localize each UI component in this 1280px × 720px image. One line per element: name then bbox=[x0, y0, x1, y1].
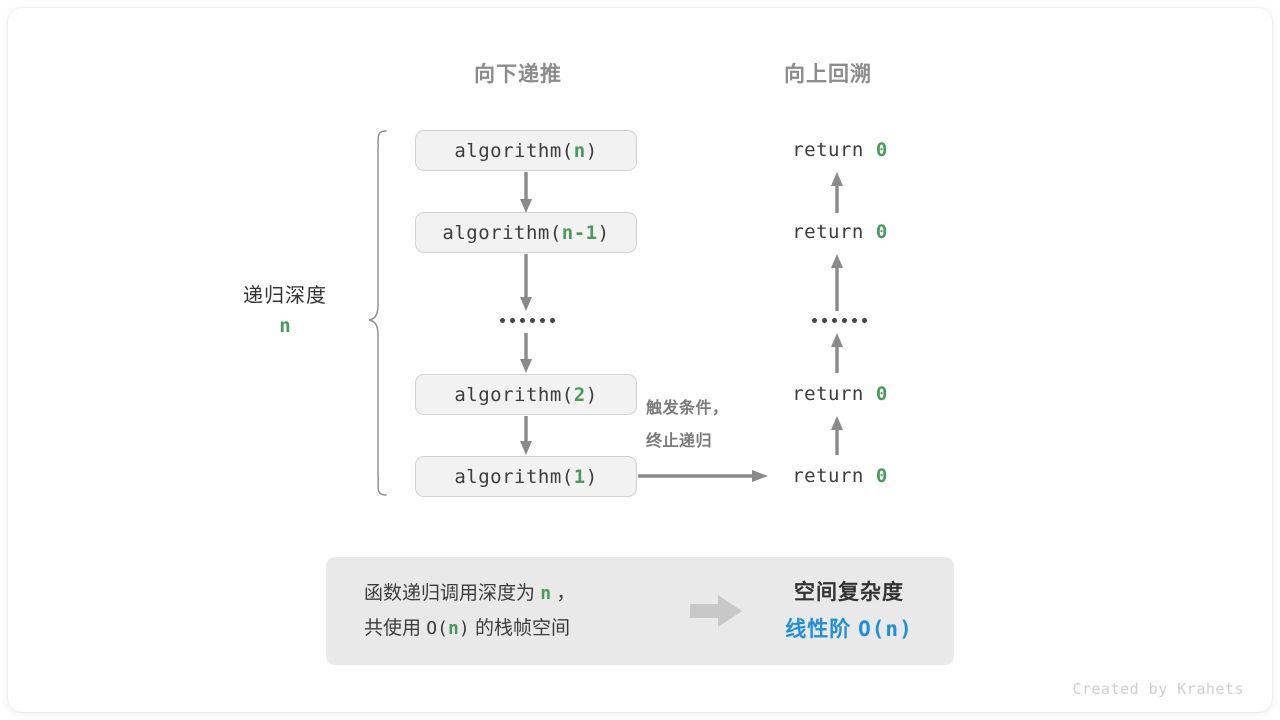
recursion-depth-title: 递归深度 bbox=[243, 285, 327, 307]
recursion-depth-value: n bbox=[279, 315, 291, 337]
return-label-1: return 0 bbox=[770, 139, 910, 161]
termination-note-line2: 终止递归 bbox=[646, 433, 713, 450]
column-header-downward-recursion: 向下递推 bbox=[474, 63, 562, 86]
return-value: 0 bbox=[875, 139, 888, 161]
watermark-credit: Created by Krahets bbox=[1072, 680, 1244, 698]
termination-note-line1: 触发条件， bbox=[646, 400, 729, 417]
return-value: 0 bbox=[875, 383, 888, 405]
return-label-3: return 0 bbox=[770, 383, 910, 405]
call-box-1[interactable]: algorithm(1) bbox=[415, 456, 637, 497]
call-label-arg: 1 bbox=[573, 465, 586, 488]
summary-description-line1: 函数递归调用深度为 n ， bbox=[364, 576, 674, 611]
return-keyword: return bbox=[792, 139, 864, 161]
right-block-arrow-icon bbox=[690, 595, 742, 627]
call-box-2[interactable]: algorithm(2) bbox=[415, 374, 637, 415]
call-label-close: ) bbox=[585, 383, 598, 406]
complexity-order-label: 线性阶 bbox=[785, 617, 852, 641]
summary-panel: 函数递归调用深度为 n ， 共使用 O(n) 的栈帧空间 空间复杂度 线性阶 O… bbox=[326, 557, 954, 665]
summary-bigo-open: O( bbox=[426, 618, 448, 639]
ellipsis-right bbox=[812, 318, 867, 323]
summary-highlight-n: n bbox=[540, 583, 552, 604]
summary-bigo-close: ) bbox=[458, 618, 470, 639]
return-keyword: return bbox=[792, 383, 864, 405]
ellipsis-left bbox=[500, 318, 555, 323]
call-label-func: algorithm( bbox=[442, 221, 562, 244]
call-label-arg: n-1 bbox=[561, 221, 598, 244]
space-complexity-value: 线性阶 O(n) bbox=[758, 611, 940, 648]
summary-bigo-n: n bbox=[447, 618, 459, 639]
call-label-func: algorithm( bbox=[454, 139, 574, 162]
summary-description-line2: 共使用 O(n) 的栈帧空间 bbox=[364, 611, 674, 646]
call-box-n-minus-1[interactable]: algorithm(n-1) bbox=[415, 212, 637, 253]
complexity-expr-n: n bbox=[885, 616, 900, 641]
column-header-upward-backtracking: 向上回溯 bbox=[784, 63, 872, 86]
call-label-arg: 2 bbox=[573, 383, 586, 406]
call-label-func: algorithm( bbox=[454, 465, 574, 488]
return-value: 0 bbox=[875, 465, 888, 487]
summary-text-d: 的栈帧空间 bbox=[474, 618, 570, 639]
return-value: 0 bbox=[875, 221, 888, 243]
complexity-expression: O(n) bbox=[858, 617, 913, 641]
return-label-2: return 0 bbox=[770, 221, 910, 243]
return-label-4: return 0 bbox=[770, 465, 910, 487]
summary-text-c: 共使用 bbox=[364, 618, 422, 639]
recursion-depth-label: 递归深度 n bbox=[200, 281, 370, 341]
call-label-arg: n bbox=[573, 139, 586, 162]
complexity-expr-open: O( bbox=[858, 616, 886, 641]
complexity-expr-close: ) bbox=[899, 616, 913, 641]
return-keyword: return bbox=[792, 465, 864, 487]
summary-description: 函数递归调用深度为 n ， 共使用 O(n) 的栈帧空间 bbox=[326, 576, 674, 646]
call-label-close: ) bbox=[585, 139, 598, 162]
call-label-close: ) bbox=[597, 221, 610, 244]
summary-arrow-container bbox=[674, 592, 758, 630]
summary-conclusion: 空间复杂度 线性阶 O(n) bbox=[758, 575, 954, 648]
summary-text-a: 函数递归调用深度为 bbox=[364, 583, 536, 604]
termination-condition-note: 触发条件， 终止递归 bbox=[646, 392, 729, 458]
summary-text-b: ， bbox=[556, 583, 576, 604]
call-label-close: ) bbox=[585, 465, 598, 488]
call-label-func: algorithm( bbox=[454, 383, 574, 406]
space-complexity-title: 空间复杂度 bbox=[794, 580, 904, 604]
return-keyword: return bbox=[792, 221, 864, 243]
call-box-n[interactable]: algorithm(n) bbox=[415, 130, 637, 171]
